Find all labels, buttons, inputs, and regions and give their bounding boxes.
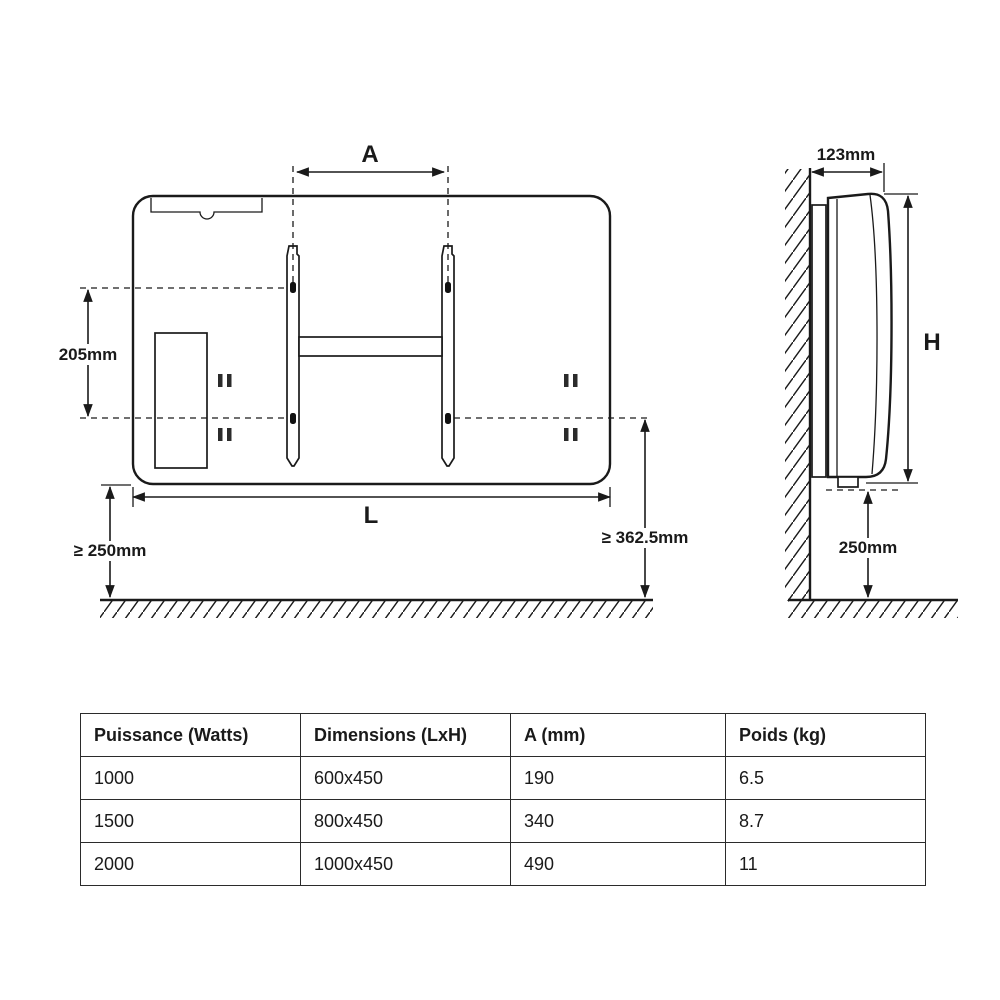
table-cell: 6.5: [725, 756, 926, 800]
col-header-dimensions: Dimensions (LxH): [300, 713, 511, 757]
side-view: 123mm H 250mm: [785, 145, 958, 618]
dim-height-label: H: [923, 329, 940, 356]
table-row: 1000 600x450 190 6.5: [80, 756, 926, 800]
wall-hatch: [785, 169, 810, 601]
floor-hatch: [100, 601, 653, 618]
dim-l: L: [131, 487, 612, 529]
floor-hatch: [788, 601, 958, 618]
bottom-foot: [837, 476, 859, 488]
table-cell: 800x450: [300, 799, 511, 843]
mounting-hole: [290, 413, 296, 424]
table-cell: 190: [510, 756, 726, 800]
bracket-right-rail: [441, 245, 455, 467]
mounting-hole: [445, 413, 451, 424]
table-cell: 1000x450: [300, 842, 511, 886]
mounting-bracket: [286, 245, 455, 467]
panel-top-notch: [150, 198, 263, 220]
dim-side-floor-label: 250mm: [839, 538, 898, 557]
dim-floor-right-label: ≥ 362.5mm: [602, 528, 689, 547]
spec-table: Puissance (Watts) Dimensions (LxH) A (mm…: [80, 713, 926, 886]
table-cell: 490: [510, 842, 726, 886]
dim-side-floor: 250mm: [826, 489, 902, 599]
dim-height: H: [866, 193, 941, 484]
dim-205-label: 205mm: [59, 345, 118, 364]
table-row: 1500 800x450 340 8.7: [80, 799, 926, 843]
table-header-row: Puissance (Watts) Dimensions (LxH) A (mm…: [80, 713, 926, 757]
wall: [785, 168, 812, 601]
table-row: 2000 1000x450 490 11: [80, 842, 926, 886]
dim-205: 205mm: [59, 287, 287, 419]
fixing-slots: [218, 374, 578, 441]
dim-a-label: A: [361, 141, 378, 168]
table-cell: 340: [510, 799, 726, 843]
dim-floor-left: ≥ 250mm: [66, 484, 155, 599]
col-header-a: A (mm): [510, 713, 726, 757]
wall-bracket-side: [811, 204, 827, 478]
table-cell: 1000: [80, 756, 301, 800]
rating-plate: [154, 332, 208, 469]
bracket-crossbar: [298, 336, 443, 357]
front-floor: [100, 598, 653, 618]
table-cell: 8.7: [725, 799, 926, 843]
table-cell: 600x450: [300, 756, 511, 800]
mounting-hole: [290, 282, 296, 293]
dim-a: A: [292, 141, 449, 284]
mounting-hole: [445, 282, 451, 293]
dim-depth-label: 123mm: [817, 145, 876, 164]
dim-l-label: L: [364, 502, 379, 529]
bracket-left-rail: [286, 245, 300, 467]
front-contour-line: [869, 194, 878, 475]
dim-depth: 123mm: [810, 145, 885, 192]
table-cell: 11: [725, 842, 926, 886]
col-header-power: Puissance (Watts): [80, 713, 301, 757]
dim-floor-right: ≥ 362.5mm: [454, 417, 694, 599]
table-cell: 1500: [80, 799, 301, 843]
side-floor: [788, 598, 958, 618]
heater-side-profile: [811, 192, 893, 488]
dimension-diagram: A 205mm L ≥ 250mm: [59, 141, 958, 618]
col-header-weight: Poids (kg): [725, 713, 926, 757]
table-cell: 2000: [80, 842, 301, 886]
dim-floor-left-label: ≥ 250mm: [74, 541, 147, 560]
front-view: A 205mm L ≥ 250mm: [59, 141, 694, 618]
